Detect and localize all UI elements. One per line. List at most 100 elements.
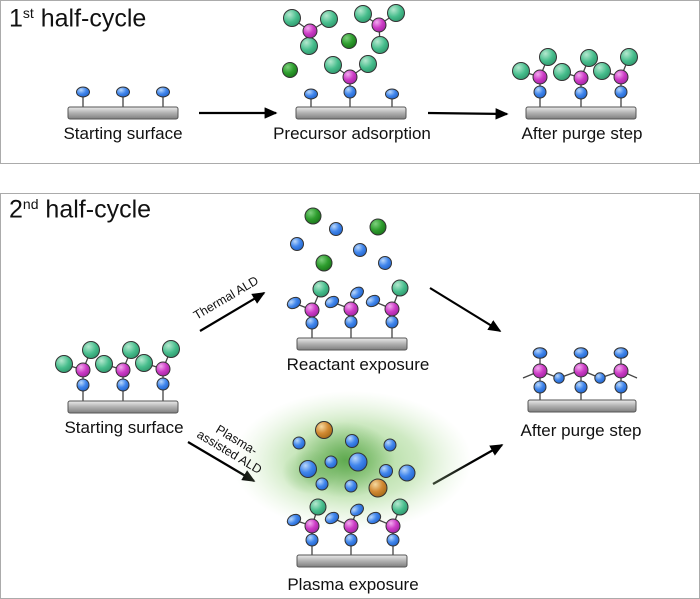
plasma-species-atom <box>292 436 306 450</box>
surface-site-atom <box>365 294 381 308</box>
ligand-atom <box>95 355 113 373</box>
ligand-atom <box>55 355 73 373</box>
precursor-center-atom <box>613 363 629 379</box>
surface-site-atom <box>304 88 318 100</box>
caption-precursor-adsorption: Precursor adsorption <box>273 124 431 143</box>
panel1-title-number: 1 <box>9 4 23 33</box>
ligand-atom <box>391 498 409 516</box>
ligand-atom <box>391 279 409 297</box>
surface-site-atom <box>350 503 364 517</box>
surface-site-atom <box>385 315 399 329</box>
substrate-bar <box>296 337 408 351</box>
byproduct-molecule <box>341 33 357 49</box>
panel2-title-ordinal: nd <box>22 196 39 212</box>
panel2-title: 2nd half-cycle <box>9 196 151 223</box>
surface-site-atom <box>533 380 547 394</box>
precursor-center-atom <box>371 17 387 33</box>
ligand-atom <box>512 62 530 80</box>
ligand-atom <box>620 48 638 66</box>
precursor-center-atom <box>342 69 358 85</box>
caption-reactant-exposure: Reactant exposure <box>286 355 430 374</box>
substrate-bar <box>295 106 407 120</box>
surface-site-atom <box>385 88 399 100</box>
plasma-species-atom <box>379 464 393 478</box>
byproduct-molecule <box>369 218 387 236</box>
process-arrow <box>429 287 502 332</box>
surface-site-atom <box>614 380 628 394</box>
p1-starting-surface <box>67 86 179 120</box>
surface-site-atom <box>305 316 319 330</box>
precursor-center-atom <box>75 362 91 378</box>
surface-site-atom <box>533 85 547 99</box>
surface-site-atom <box>116 86 130 98</box>
surface-site-atom <box>386 533 400 547</box>
precursor-center-atom <box>302 23 318 39</box>
precursor-center-atom <box>343 518 359 534</box>
p2-after-purge-surface <box>522 347 638 413</box>
ligand-atom <box>312 280 330 298</box>
ligand-atom <box>162 340 180 358</box>
precursor-center-atom <box>573 70 589 86</box>
surface-site-atom <box>532 347 548 359</box>
panel2-title-number: 2 <box>9 195 23 224</box>
ligand-atom <box>354 5 372 23</box>
ligand-atom <box>283 9 301 27</box>
reactant-molecule <box>290 237 304 251</box>
surface-site-atom <box>76 86 90 98</box>
caption-starting-surface-1: Starting surface <box>63 124 183 143</box>
ligand-atom <box>359 55 377 73</box>
caption-starting-surface-2: Starting surface <box>64 418 184 437</box>
panel1-title-ordinal: st <box>22 5 34 21</box>
substrate-bar <box>527 399 637 413</box>
substrate-bar <box>296 554 408 568</box>
surface-site-atom <box>344 533 358 547</box>
plasma-species-atom <box>299 460 317 478</box>
ligand-atom <box>320 10 338 28</box>
ligand-atom <box>580 49 598 67</box>
panel2-title-text: half-cycle <box>38 195 152 224</box>
precursor-center-atom <box>343 301 359 317</box>
caption-plasma-exposure: Plasma exposure <box>287 575 419 594</box>
precursor-center-atom <box>304 302 320 318</box>
surface-site-atom <box>573 347 589 359</box>
p2-starting-surface <box>55 340 180 414</box>
precursor-center-atom <box>385 518 401 534</box>
reactant-molecule <box>353 243 367 257</box>
ligand-atom <box>593 62 611 80</box>
plasma-species-atom <box>348 452 368 472</box>
reactant-molecule <box>378 256 392 270</box>
reactant-molecule <box>329 222 343 236</box>
surface-site-atom <box>344 315 358 329</box>
plasma-radical-atom <box>368 478 388 498</box>
p1-after-purge-surface <box>512 48 638 120</box>
plasma-species-atom <box>383 438 397 452</box>
surface-site-atom <box>343 85 357 99</box>
ligand-atom <box>135 354 153 372</box>
ligand-atom <box>371 36 389 54</box>
substrate-bar <box>67 400 179 414</box>
ligand-atom <box>324 56 342 74</box>
plasma-radical-atom <box>315 421 333 439</box>
ligand-atom <box>553 63 571 81</box>
panel1-title-text: half-cycle <box>33 4 147 33</box>
p1-precursor-adsorption <box>282 4 407 120</box>
ligand-atom <box>122 341 140 359</box>
ligand-atom <box>300 37 318 55</box>
precursor-center-atom <box>304 518 320 534</box>
plasma-species-atom <box>315 477 329 491</box>
byproduct-molecule <box>304 207 322 225</box>
substrate-bar <box>67 106 179 120</box>
ligand-atom <box>539 48 557 66</box>
plasma-species-atom <box>398 464 416 482</box>
surface-site-atom <box>305 533 319 547</box>
ligand-atom <box>309 498 327 516</box>
surface-site-atom <box>116 378 130 392</box>
surface-site-atom <box>156 86 170 98</box>
precursor-center-atom <box>155 361 171 377</box>
ligand-atom <box>387 4 405 22</box>
plasma-species-atom <box>324 455 338 469</box>
p2-reactant-exposure <box>286 207 409 351</box>
precursor-center-atom <box>532 69 548 85</box>
plasma-species-atom <box>345 434 359 448</box>
